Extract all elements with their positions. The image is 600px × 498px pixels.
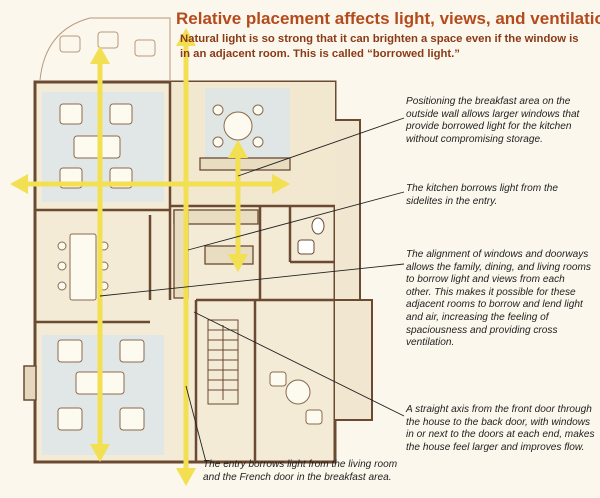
annotation-breakfast-area: Positioning the breakfast area on the ou… [406,96,580,145]
annotation-straight-axis: A straight axis from the front door thro… [406,404,595,453]
porch [335,119,373,421]
leader-lines [99,117,405,463]
patio [39,17,171,81]
light-axis-arrows [10,28,290,486]
annotation-alignment: The alignment of windows and doorways al… [406,249,591,349]
stairs [207,319,239,405]
furniture [57,103,323,431]
page-title: Relative placement affects light, views,… [176,9,600,28]
bathroom [297,217,325,255]
annotation-entry-light: The entry borrows light from the living … [203,459,398,483]
annotation-kitchen-sidelites: The kitchen borrows light from the sidel… [406,183,559,207]
fireplace [23,365,37,401]
page-subtitle: Natural light is so strong that it can b… [180,33,579,60]
